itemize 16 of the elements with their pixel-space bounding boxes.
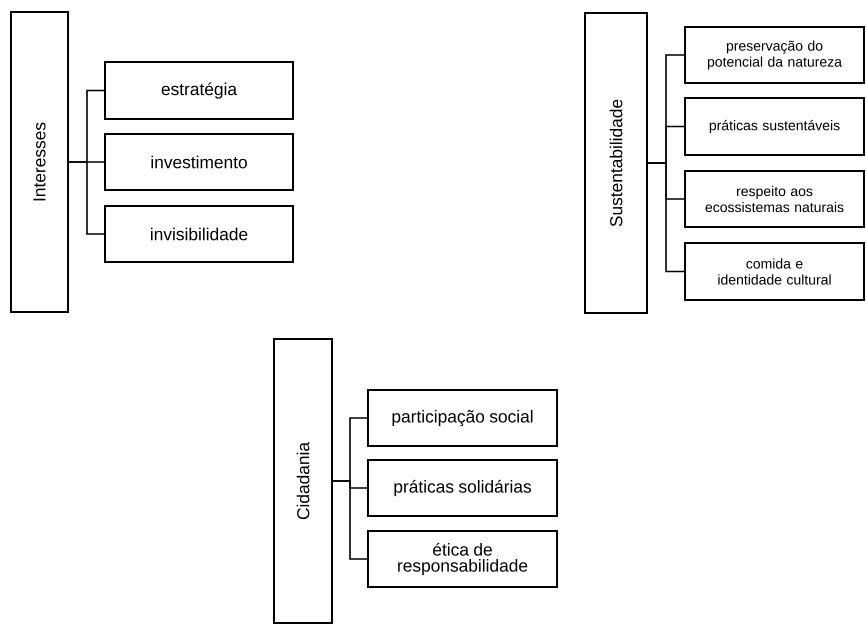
item-box: ética de responsabilidade (366, 530, 558, 588)
item-box: participação social (366, 389, 558, 447)
item-box: investimento (104, 133, 294, 191)
item-box: respeito aos ecossistemas naturais (684, 170, 865, 228)
connector-line (648, 162, 684, 272)
category-box: Cidadania (273, 338, 333, 624)
item-box: preservação do potencial da natureza (684, 26, 865, 84)
item-box: práticas sustentáveis (684, 96, 865, 156)
connector-line (69, 161, 104, 235)
item-box: práticas solidárias (366, 459, 558, 517)
item-box: estratégia (104, 60, 294, 120)
category-box: Interesses (10, 11, 70, 313)
category-box: Sustentabilidade (584, 12, 648, 314)
item-box: invisibilidade (104, 205, 294, 263)
connector-line (333, 480, 367, 560)
item-box: comida e identidade cultural (684, 242, 865, 302)
